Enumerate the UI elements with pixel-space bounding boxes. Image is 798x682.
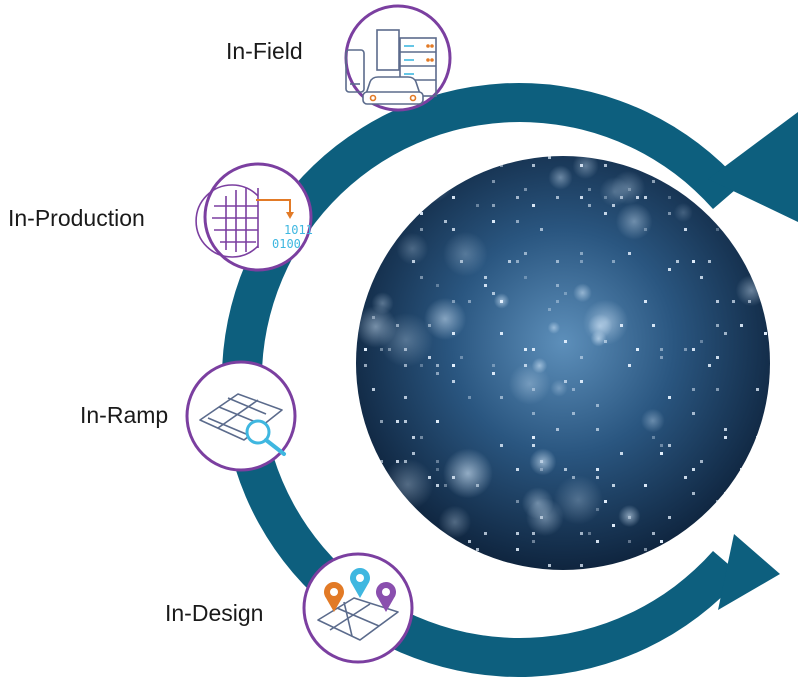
purple-pin — [376, 582, 397, 612]
in-production-icon-circle[interactable]: 1011 0100 — [195, 162, 313, 272]
binary-line-1: 1011 — [284, 223, 313, 237]
binary-line-2: 0100 — [272, 237, 301, 251]
stage-label-in-production: In-Production — [8, 205, 145, 231]
circuit-board-image — [356, 156, 770, 570]
cycle-arrowhead-top — [708, 112, 798, 222]
in-design-icon-circle[interactable] — [302, 552, 414, 664]
devices-car-server-icon — [345, 29, 437, 105]
stage-label-in-design: In-Design — [165, 600, 264, 626]
wafer-magnifier-icon — [199, 393, 286, 456]
stage-label-in-ramp: In-Ramp — [80, 402, 169, 428]
in-field-icon-circle[interactable] — [344, 4, 452, 112]
in-ramp-icon-circle[interactable] — [185, 360, 297, 472]
wafer-binary-icon: 1011 0100 — [195, 184, 313, 258]
orange-pin — [324, 582, 345, 612]
stage-label-in-field: In-Field — [226, 38, 303, 64]
cycle-arrowhead-bottom — [718, 534, 780, 610]
cycle-arrow-ring — [221, 82, 743, 677]
cycle-arrow — [221, 82, 798, 677]
cyan-pin — [350, 568, 370, 598]
map-location-pins-icon — [317, 568, 399, 641]
